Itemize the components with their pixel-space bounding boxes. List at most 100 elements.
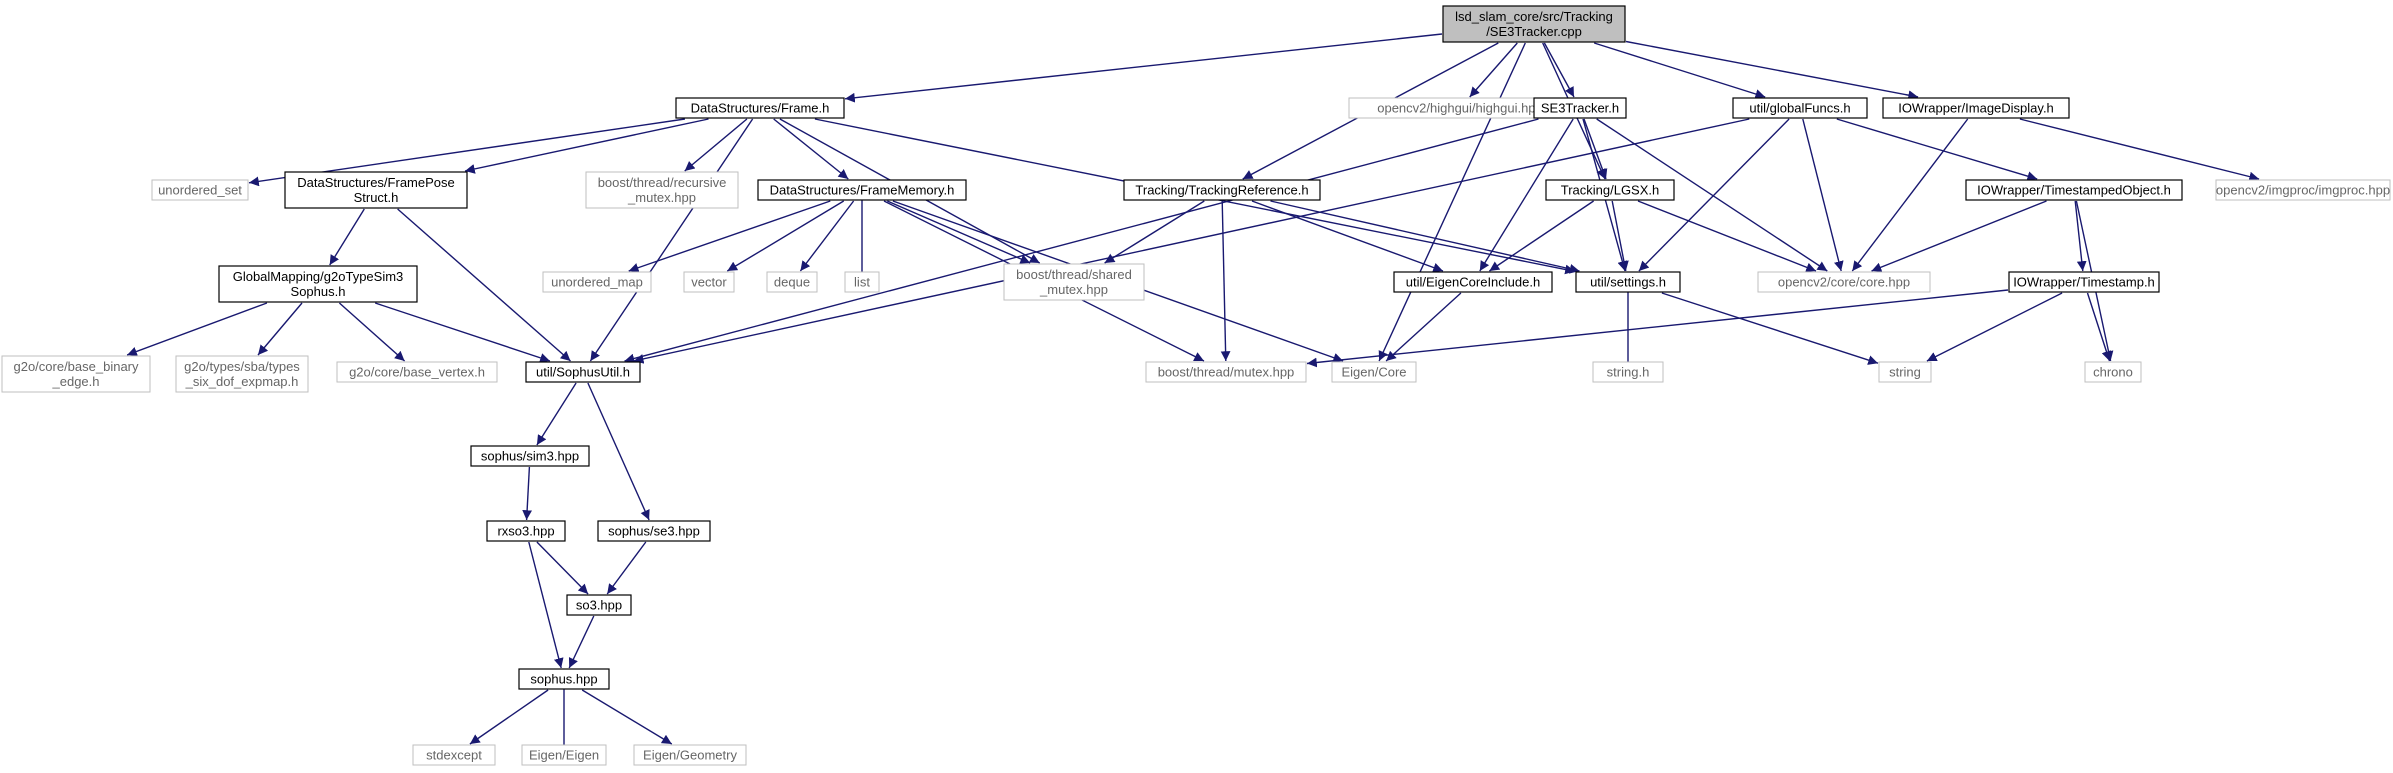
edge-globalfuncs-to-settings [1638,118,1790,272]
node-box-se3tracker [1533,97,1627,119]
node-label-unordered_set: unordered_set [158,183,242,198]
edge-framememory-to-vector [726,200,845,272]
node-label-types_six_dof: _six_dof_expmap.h [185,374,299,389]
node-box-boost_mutex [1145,361,1307,383]
node-box-base_vertex [336,361,498,383]
node-string_h: string.h [1592,361,1664,383]
edge-framepose-to-g2otypesim3 [329,208,365,266]
edge-g2otypesim3-to-types_six_dof [257,302,303,356]
node-se3[interactable]: sophus/se3.hpp [597,520,711,542]
edge-eigencoreinclude-to-eigen_core [1385,292,1462,362]
node-box-list [844,271,880,293]
node-label-imgproc: opencv2/imgproc/imgproc.hpp [2216,183,2390,198]
node-imagedisplay[interactable]: IOWrapper/ImageDisplay.h [1882,97,2070,119]
node-box-imagedisplay [1882,97,2070,119]
edge-trackingref-to-boost_mutex [1220,200,1231,362]
node-box-unordered_set [151,179,249,201]
node-se3tracker[interactable]: SE3Tracker.h [1533,97,1627,119]
node-stdexcept: stdexcept [412,744,496,766]
edge-framememory-to-unordered_map [628,200,831,273]
node-box-corehpp [1757,271,1931,293]
node-label-shared_mutex: _mutex.hpp [1039,282,1108,297]
node-rxso3[interactable]: rxso3.hpp [486,520,566,542]
node-deque: deque [766,271,818,293]
node-label-deque: deque [774,275,810,290]
edge-frame-to-framepose [464,118,709,174]
edge-lgsx-to-eigencoreinclude [1489,200,1594,272]
node-sophus[interactable]: sophus.hpp [518,668,610,690]
node-trackingref[interactable]: Tracking/TrackingReference.h [1123,179,1321,201]
edge-sophus-to-eigen_geometry [581,689,673,745]
node-root[interactable]: lsd_slam_core/src/Tracking/SE3Tracker.cp… [1442,5,1626,43]
node-base_binary_edge: g2o/core/base_binary_edge.h [1,355,151,393]
node-label-vector: vector [691,275,727,290]
edge-lgsx-to-corehpp [1637,200,1817,272]
node-unordered_map: unordered_map [542,271,652,293]
node-boost_mutex: boost/thread/mutex.hpp [1145,361,1307,383]
node-label-timestamp: IOWrapper/Timestamp.h [2013,275,2155,290]
edge-frame-to-recursive_mutex [684,118,748,172]
node-label-highgui: opencv2/highgui/highgui.hpp [1377,101,1543,116]
node-timestampedobject[interactable]: IOWrapper/TimestampedObject.h [1965,179,2183,201]
node-so3[interactable]: so3.hpp [566,594,632,616]
node-box-deque [766,271,818,293]
node-eigencoreinclude[interactable]: util/EigenCoreInclude.h [1393,271,1553,293]
edge-root-to-imagedisplay [1625,40,1919,100]
node-timestamp[interactable]: IOWrapper/Timestamp.h [2008,271,2160,293]
node-box-rxso3 [486,520,566,542]
edge-root-to-globalfuncs [1593,42,1766,99]
edge-root-to-frame [844,33,1443,103]
node-list: list [844,271,880,293]
edge-se3tracker-to-eigencoreinclude [1479,118,1574,272]
node-sophusutil[interactable]: util/SophusUtil.h [525,361,641,383]
edge-se3tracker-to-sophusutil [624,118,1539,364]
node-box-types_six_dof [175,355,309,393]
edge-rxso3-to-sophus [528,541,564,669]
node-label-corehpp: opencv2/core/core.hpp [1778,275,1910,290]
node-settings[interactable]: util/settings.h [1575,271,1681,293]
node-label-trackingref: Tracking/TrackingReference.h [1135,183,1308,198]
node-box-so3 [566,594,632,616]
node-box-base_binary_edge [1,355,151,393]
node-sim3[interactable]: sophus/sim3.hpp [470,445,590,467]
node-box-timestamp [2008,271,2160,293]
edge-se3-to-so3 [606,541,647,595]
edge-trackingref-to-settings [1270,200,1580,274]
node-label-types_six_dof: g2o/types/sba/types [184,359,300,374]
node-box-lgsx [1545,179,1675,201]
node-label-framepose: DataStructures/FramePose [297,175,455,190]
node-box-globalfuncs [1732,97,1868,119]
node-box-shared_mutex [1003,263,1145,301]
edge-timestampedobject-to-corehpp [1871,200,2047,272]
node-recursive_mutex: boost/thread/recursive_mutex.hpp [585,171,739,209]
node-eigen_geometry: Eigen/Geometry [633,744,747,766]
node-label-sim3: sophus/sim3.hpp [481,449,579,464]
node-label-sophusutil: util/SophusUtil.h [536,365,630,380]
node-types_six_dof: g2o/types/sba/types_six_dof_expmap.h [175,355,309,393]
node-box-timestampedobject [1965,179,2183,201]
edge-timestamp-to-chrono [2086,292,2112,362]
node-box-se3 [597,520,711,542]
node-box-sophus [518,668,610,690]
edge-lgsx-to-settings [1611,200,1629,272]
node-chrono: chrono [2084,361,2142,383]
edge-frame-to-sophusutil [589,118,754,362]
node-label-settings: util/settings.h [1590,275,1666,290]
node-label-base_vertex: g2o/core/base_vertex.h [349,365,485,380]
nodes-layer: lsd_slam_core/src/Tracking/SE3Tracker.cp… [1,5,2391,766]
node-box-eigen_core [1331,361,1417,383]
node-globalfuncs[interactable]: util/globalFuncs.h [1732,97,1868,119]
node-label-imagedisplay: IOWrapper/ImageDisplay.h [1898,101,2054,116]
node-label-eigen_eigen: Eigen/Eigen [529,748,599,763]
edges-layer [126,33,2260,755]
node-framememory[interactable]: DataStructures/FrameMemory.h [757,179,967,201]
node-label-eigen_geometry: Eigen/Geometry [643,748,737,763]
edge-g2otypesim3-to-base_vertex [338,302,406,362]
node-unordered_set: unordered_set [151,179,249,201]
node-lgsx[interactable]: Tracking/LGSX.h [1545,179,1675,201]
node-box-root [1442,5,1626,43]
node-label-recursive_mutex: _mutex.hpp [627,190,696,205]
node-frame[interactable]: DataStructures/Frame.h [675,97,845,119]
